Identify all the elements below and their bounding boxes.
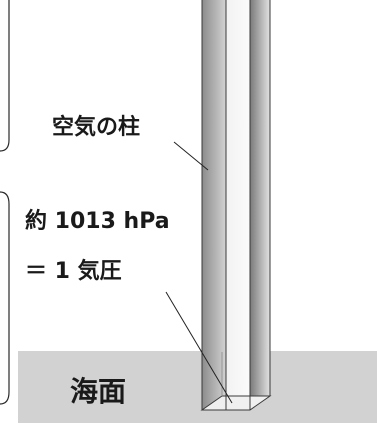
air-column-leader-line bbox=[173, 141, 209, 171]
left-frame-upper bbox=[0, 0, 10, 152]
air-column bbox=[200, 0, 272, 411]
pressure-unit-label: ＝ 1 気圧 bbox=[25, 258, 122, 284]
column-left-face bbox=[202, 0, 226, 410]
column-front-face bbox=[226, 0, 250, 410]
left-frame-lower bbox=[0, 191, 10, 405]
sea-surface-label: 海面 bbox=[70, 375, 126, 408]
pressure-value-label: 約 1013 hPa bbox=[25, 208, 170, 234]
column-right-face bbox=[250, 0, 270, 410]
pressure-leader-line bbox=[165, 291, 233, 404]
air-column-label: 空気の柱 bbox=[52, 114, 140, 140]
sea-band bbox=[18, 351, 377, 423]
